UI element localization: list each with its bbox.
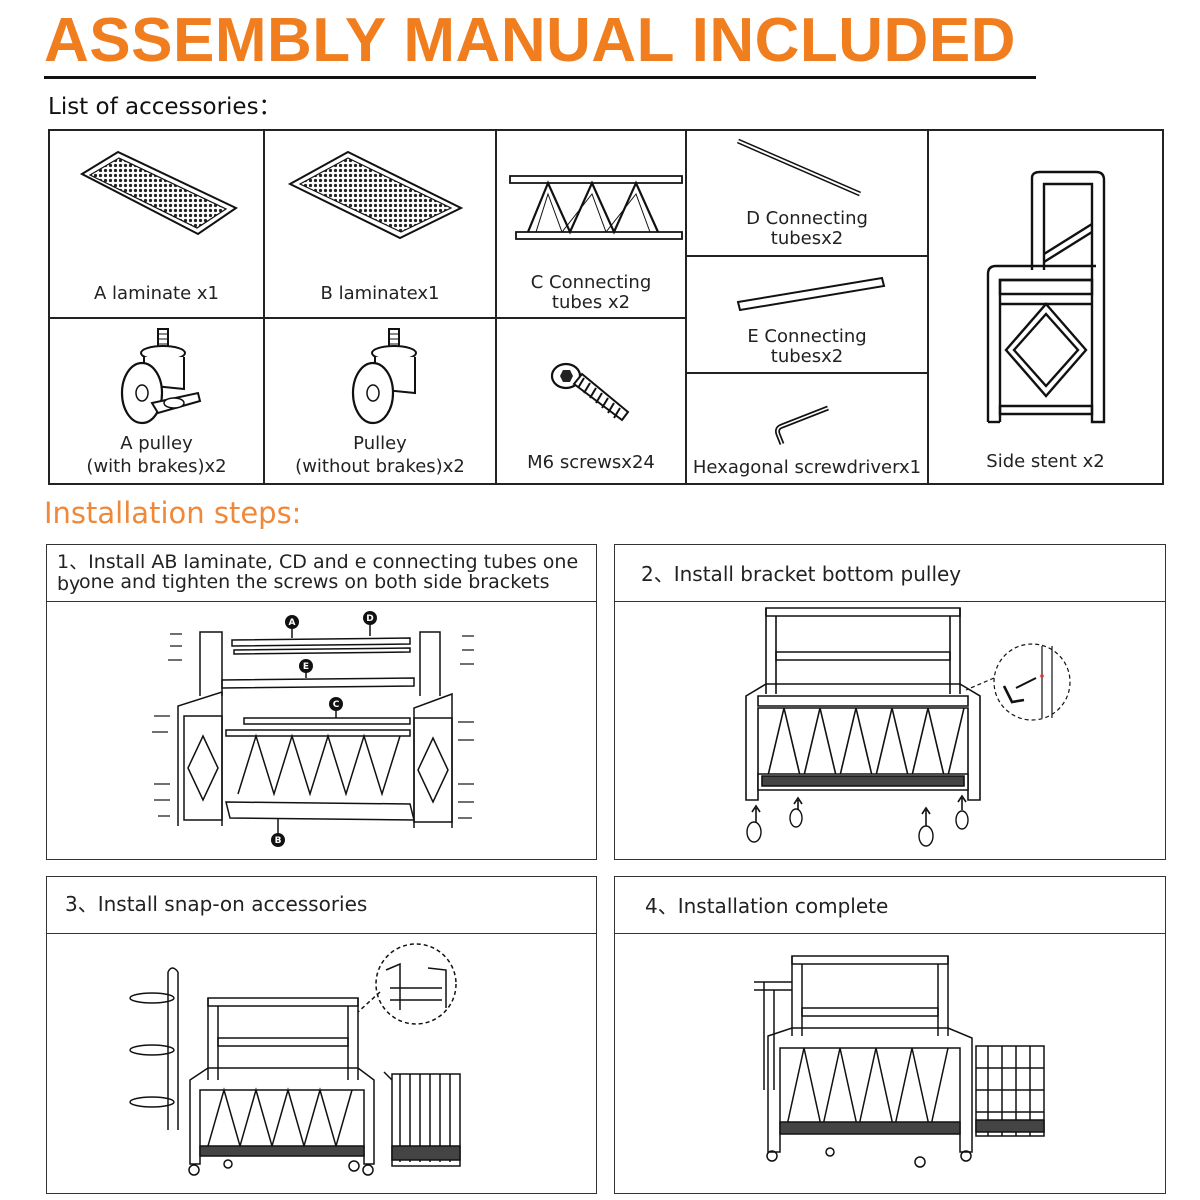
hex-key-icon — [772, 404, 832, 446]
side-frame-icon — [984, 170, 1108, 426]
accessory-label: B laminatex1 — [320, 283, 440, 304]
accessory-label: Pulley(without brakes)x2 — [295, 433, 465, 477]
caster-brake-icon — [112, 327, 204, 427]
caster-icon — [345, 327, 425, 427]
step-1-exploded-diagram: A D E C B — [148, 611, 478, 847]
installation-steps-heading: Installation steps: — [44, 496, 302, 530]
callout-c: C — [333, 700, 340, 710]
step-1-text-line1: 1、Install AB laminate, CD and e connecti… — [57, 551, 579, 595]
step-4-header — [615, 877, 1165, 934]
accessory-label: A pulley(with brakes)x2 — [86, 433, 227, 477]
step-2-text: 2、Install bracket bottom pulley — [641, 562, 962, 586]
step-4-complete-diagram — [750, 950, 1050, 1172]
truss-tube-icon — [508, 174, 684, 242]
callout-b: B — [275, 836, 282, 846]
step-3-header — [47, 877, 596, 934]
accessory-label: Hexagonal screwdriverx1 — [692, 457, 922, 478]
step-1-panel: 1、Install AB laminate, CD and e connecti… — [46, 544, 597, 860]
step-1-header — [47, 545, 596, 602]
step-4-panel: 4、Installation complete — [614, 876, 1166, 1194]
step-3-panel: 3、Install snap-on accessories — [46, 876, 597, 1194]
accessory-label: Side stent x2 — [986, 451, 1105, 472]
accessory-label: A laminate x1 — [94, 283, 219, 304]
callout-e: E — [303, 662, 309, 672]
laminate-a-icon — [78, 148, 238, 238]
step-3-text: 3、Install snap-on accessories — [65, 892, 368, 916]
callout-a: A — [289, 618, 296, 628]
step-2-panel: 2、Install bracket bottom pulley — [614, 544, 1166, 860]
step-2-caster-diagram — [736, 604, 1076, 854]
step-4-text: 4、Installation complete — [645, 894, 889, 918]
step-2-header — [615, 545, 1165, 602]
step-3-accessories-diagram — [128, 940, 468, 1180]
accessories-grid — [0, 0, 1200, 490]
screw-icon — [550, 358, 630, 424]
step-1-text-line2: one and tighten the screws on both side … — [79, 571, 550, 593]
accessories-heading: List of accessories： — [48, 94, 282, 120]
bar-icon — [736, 274, 886, 314]
laminate-b-icon — [288, 148, 463, 240]
title-divider — [44, 76, 1036, 79]
manual-title: ASSEMBLY MANUAL INCLUDED — [44, 6, 1016, 75]
rod-icon — [735, 136, 865, 198]
accessory-label: M6 screwsx24 — [527, 452, 655, 473]
callout-d: D — [366, 614, 373, 624]
